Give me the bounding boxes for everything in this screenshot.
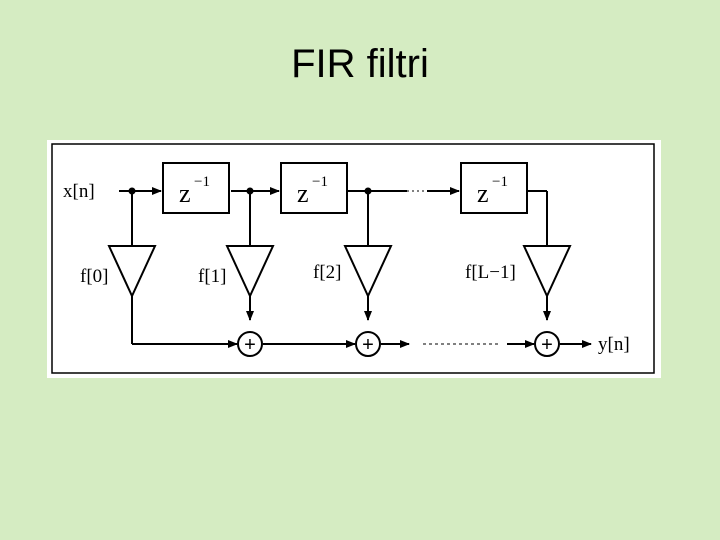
adder-symbol: +	[541, 334, 553, 356]
diagram-canvas: x[n] z −1 z −1 z −1 f[0]	[51, 143, 655, 374]
delay-block-1: z −1	[162, 162, 230, 214]
delay-z: z	[179, 179, 191, 208]
delay-exponent: −1	[312, 174, 328, 190]
gain-triangle-0	[107, 245, 157, 299]
delay-z: z	[477, 179, 489, 208]
adder-2: +	[355, 331, 381, 357]
gain-triangle-2	[343, 245, 393, 299]
coefficient-label-1: f[1]	[198, 266, 226, 287]
coefficient-label-3: f[L−1]	[465, 262, 516, 283]
slide-title: FIR filtri	[291, 42, 429, 86]
adder-symbol: +	[362, 334, 374, 356]
delay-exponent: −1	[194, 174, 210, 190]
coefficient-label-2: f[2]	[313, 262, 341, 283]
adder-1: +	[237, 331, 263, 357]
output-label: y[n]	[598, 334, 630, 355]
adder-3: +	[534, 331, 560, 357]
delay-block-2: z −1	[280, 162, 348, 214]
delay-z: z	[297, 179, 309, 208]
coefficient-label-0: f[0]	[80, 266, 108, 287]
delay-exponent: −1	[492, 174, 508, 190]
delay-block-3: z −1	[460, 162, 528, 214]
fir-filter-diagram: x[n] z −1 z −1 z −1 f[0]	[47, 140, 661, 378]
gain-triangle-3	[522, 245, 572, 299]
gain-triangle-1	[225, 245, 275, 299]
diagram-border	[51, 143, 655, 374]
adder-symbol: +	[244, 334, 256, 356]
input-label: x[n]	[63, 181, 95, 202]
